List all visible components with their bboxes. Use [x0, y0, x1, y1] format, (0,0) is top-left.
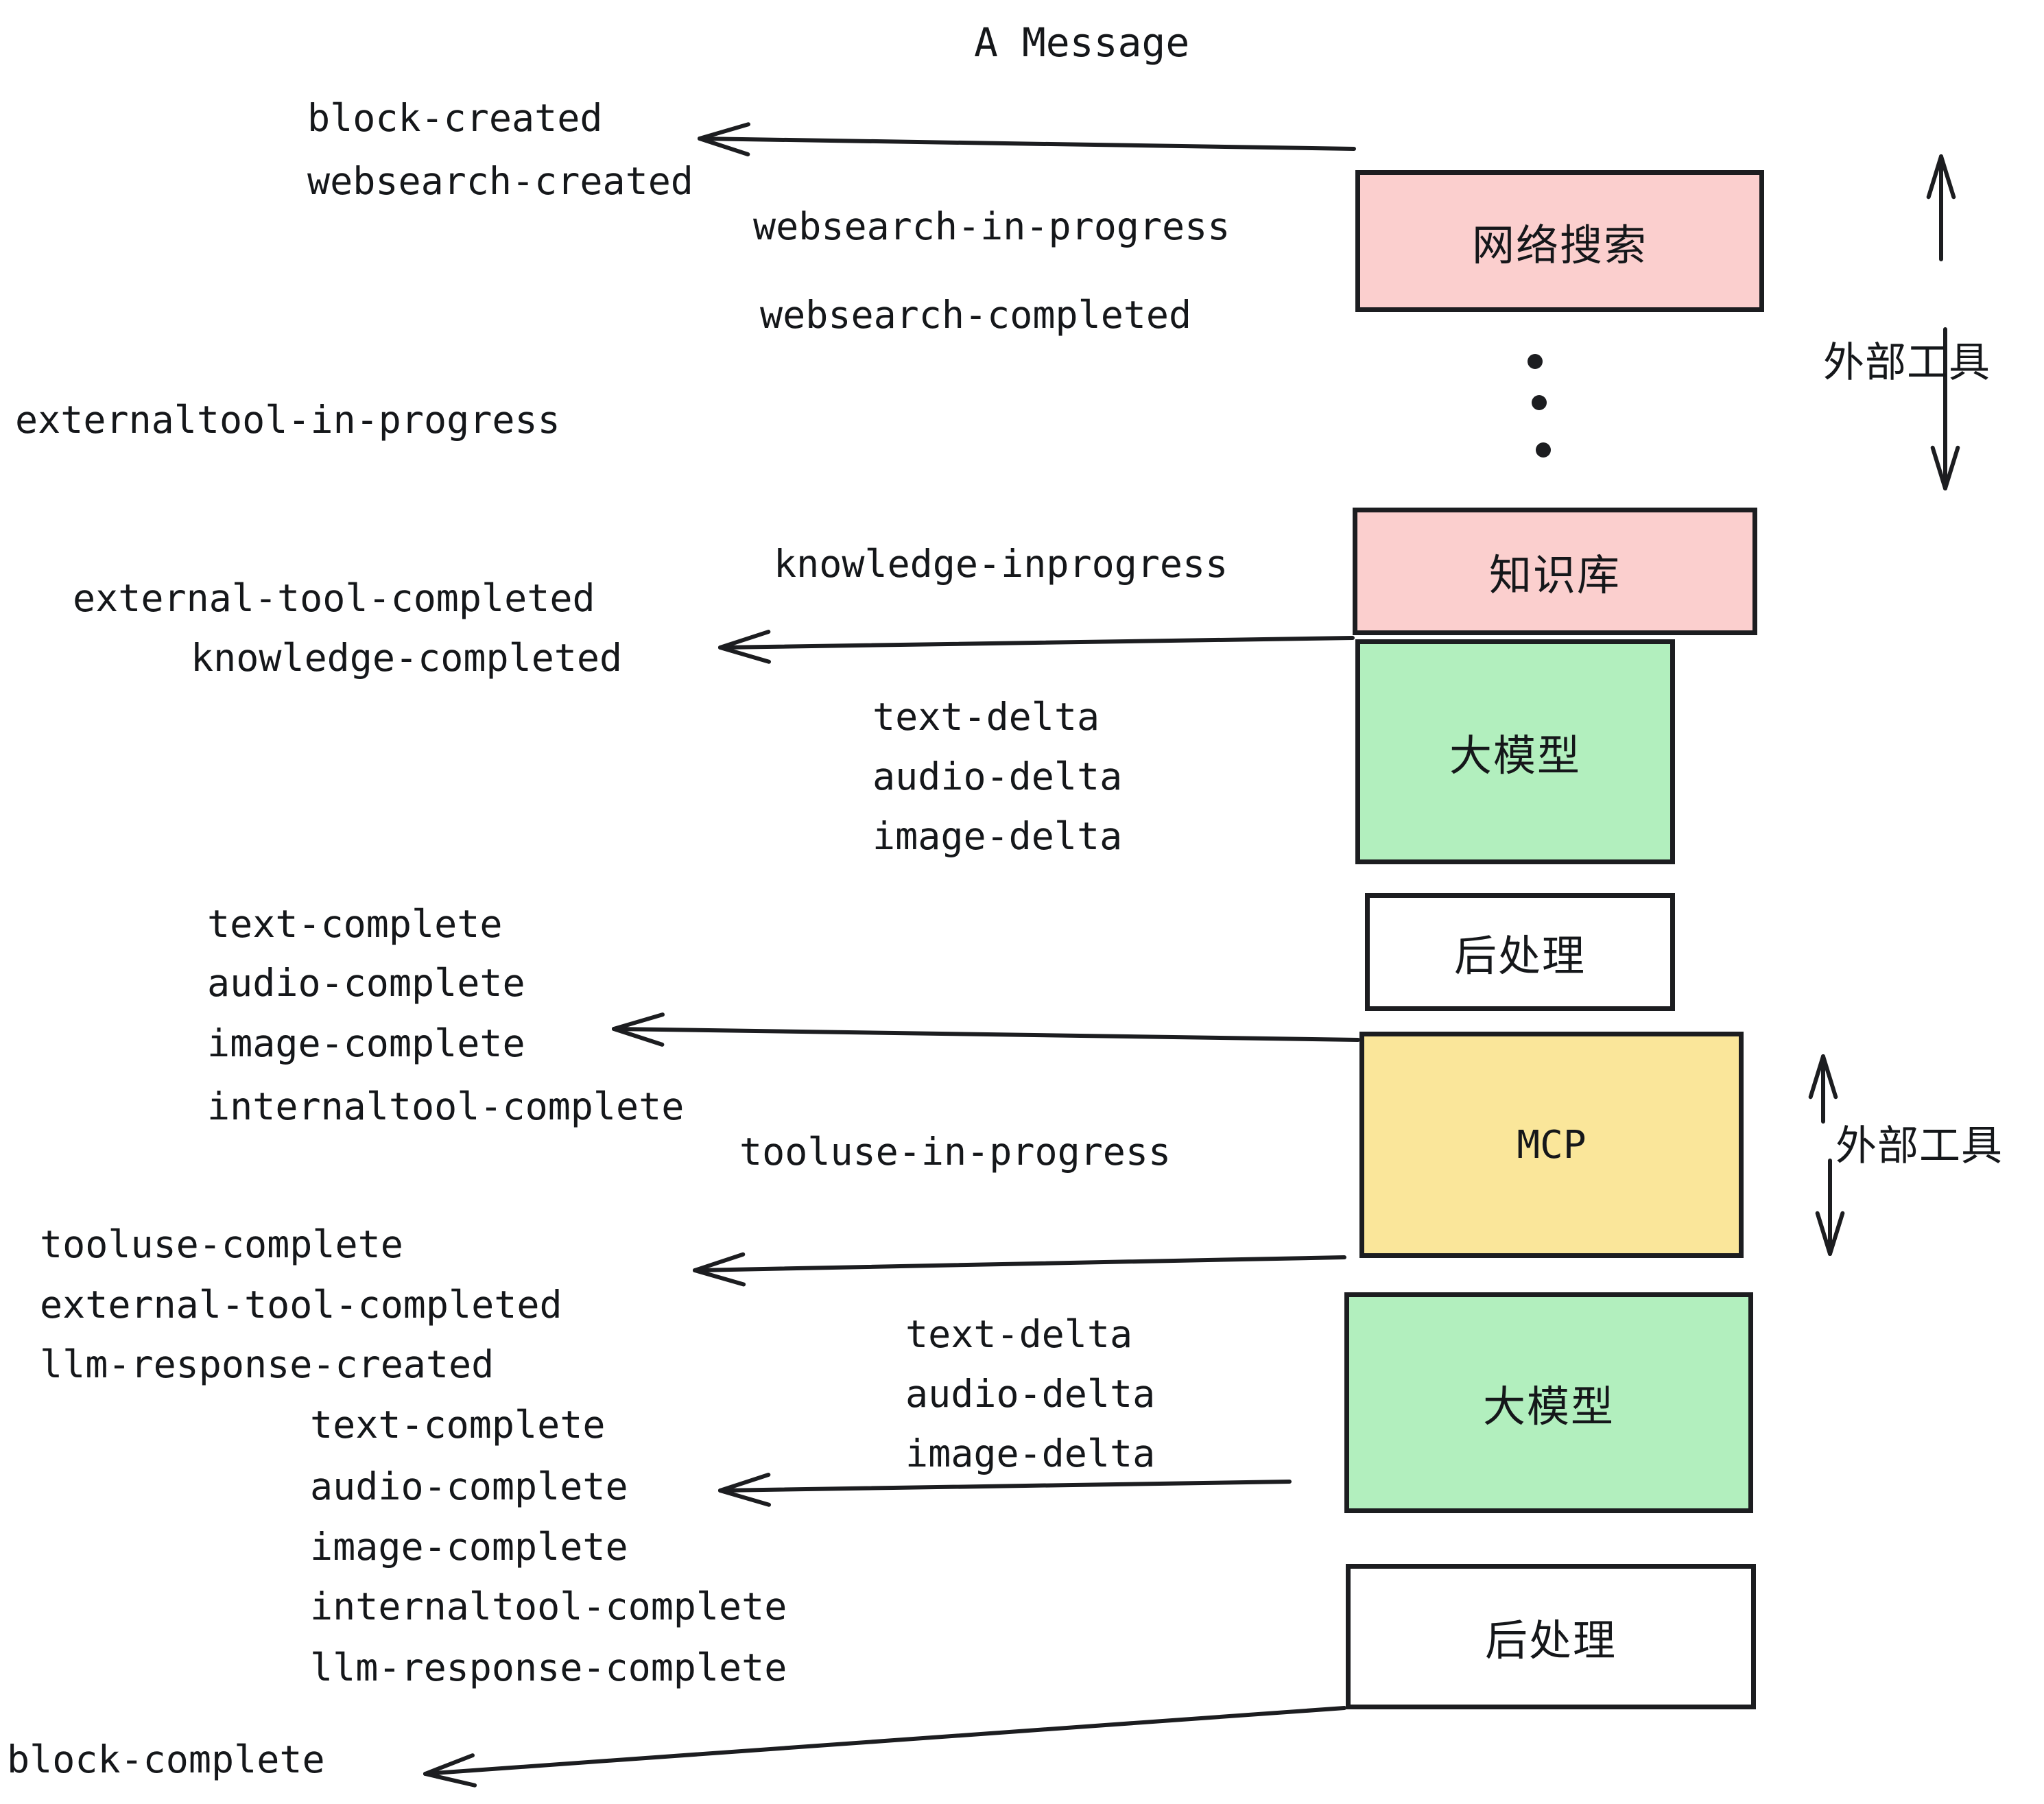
page-title: A Message [974, 19, 1190, 66]
arrow-tooluse-complete [693, 1252, 1346, 1287]
arrow-knowledge-completed-head [718, 630, 772, 664]
ext-bot-down [1815, 1159, 1845, 1256]
node-knowledge: 知识库 [1353, 508, 1757, 635]
event-label-websearch-in-progress: websearch-in-progress [753, 204, 1231, 248]
event-label-block-complete: block-complete [7, 1737, 325, 1781]
event-label-websearch-completed: websearch-completed [760, 293, 1192, 337]
group-label-external-tools-top: 外部工具 [1823, 339, 1990, 387]
arrow-image-complete [612, 1012, 1360, 1047]
ellipsis-dot-2 [1532, 395, 1547, 410]
event-label-text-complete-1: text-complete [207, 902, 503, 946]
node-label-llm-1: 大模型 [1449, 731, 1581, 781]
event-label-text-delta-2: text-delta [905, 1312, 1133, 1356]
arrow-knowledge-completed [718, 630, 1355, 664]
node-label-postproc-2: 后处理 [1484, 1615, 1617, 1665]
event-label-audio-delta-1: audio-delta [872, 755, 1123, 798]
node-label-mcp: MCP [1517, 1122, 1587, 1167]
event-label-image-complete-2: image-complete [310, 1525, 628, 1569]
event-label-audio-complete-1: audio-complete [207, 961, 525, 1005]
arrow-block-complete-head [423, 1753, 477, 1788]
arrow-audio-complete [718, 1473, 1292, 1507]
arrow-block-complete [423, 1706, 1346, 1788]
event-label-internaltool-complete-1: internaltool-complete [207, 1084, 685, 1128]
event-label-knowledge-inprogress: knowledge-inprogress [774, 542, 1228, 586]
node-label-postproc-1: 后处理 [1453, 931, 1586, 981]
ext-bot-up [1808, 1054, 1838, 1124]
node-llm-1: 大模型 [1355, 639, 1675, 864]
arrow-audio-complete-head [718, 1473, 772, 1507]
event-label-tooluse-in-progress: tooluse-in-progress [739, 1130, 1172, 1174]
node-label-knowledge: 知识库 [1488, 550, 1621, 600]
event-label-llm-response-complete: llm-response-complete [310, 1646, 787, 1689]
event-label-external-tool-completed-2: external-tool-completed [40, 1283, 562, 1327]
ext-bot-up-head [1808, 1054, 1838, 1100]
node-websearch: 网络搜索 [1355, 170, 1764, 312]
event-label-externaltool-in-progress: externaltool-in-progress [15, 398, 560, 442]
node-postproc-2: 后处理 [1346, 1564, 1756, 1709]
ellipsis-dot-1 [1528, 354, 1543, 369]
event-label-websearch-created: websearch-created [307, 159, 693, 203]
event-label-image-delta-1: image-delta [872, 814, 1123, 858]
event-label-audio-delta-2: audio-delta [905, 1372, 1156, 1416]
group-label-external-tools-bottom: 外部工具 [1835, 1122, 2003, 1170]
group-arrow-group [1808, 154, 1960, 1256]
ext-top-down-head [1930, 445, 1960, 490]
node-label-llm-2: 大模型 [1482, 1381, 1615, 1432]
arrow-image-complete-head [612, 1012, 665, 1047]
arrow-websearch-created-head [698, 122, 751, 156]
event-label-external-tool-completed-1: external-tool-completed [73, 576, 595, 620]
ext-top-up [1926, 154, 1956, 261]
event-label-knowledge-completed: knowledge-completed [191, 636, 623, 680]
event-label-image-complete-1: image-complete [207, 1021, 525, 1065]
node-label-websearch: 网络搜索 [1471, 219, 1648, 270]
event-label-llm-response-created: llm-response-created [40, 1342, 495, 1386]
event-label-block-created: block-created [307, 96, 603, 140]
event-label-internaltool-complete-2: internaltool-complete [310, 1585, 787, 1628]
event-label-text-delta-1: text-delta [872, 695, 1100, 739]
arrow-websearch-created [698, 122, 1356, 156]
event-label-text-complete-2: text-complete [310, 1403, 606, 1447]
node-postproc-1: 后处理 [1365, 893, 1675, 1011]
ext-top-up-head [1926, 154, 1956, 200]
ext-bot-down-head [1815, 1211, 1845, 1256]
arrow-tooluse-complete-head [693, 1252, 746, 1287]
ellipsis-dot-3 [1536, 442, 1551, 458]
node-mcp: MCP [1359, 1032, 1744, 1258]
event-label-image-delta-2: image-delta [905, 1432, 1156, 1475]
node-llm-2: 大模型 [1344, 1292, 1753, 1513]
event-label-tooluse-complete: tooluse-complete [40, 1222, 403, 1266]
event-label-audio-complete-2: audio-complete [310, 1464, 628, 1508]
